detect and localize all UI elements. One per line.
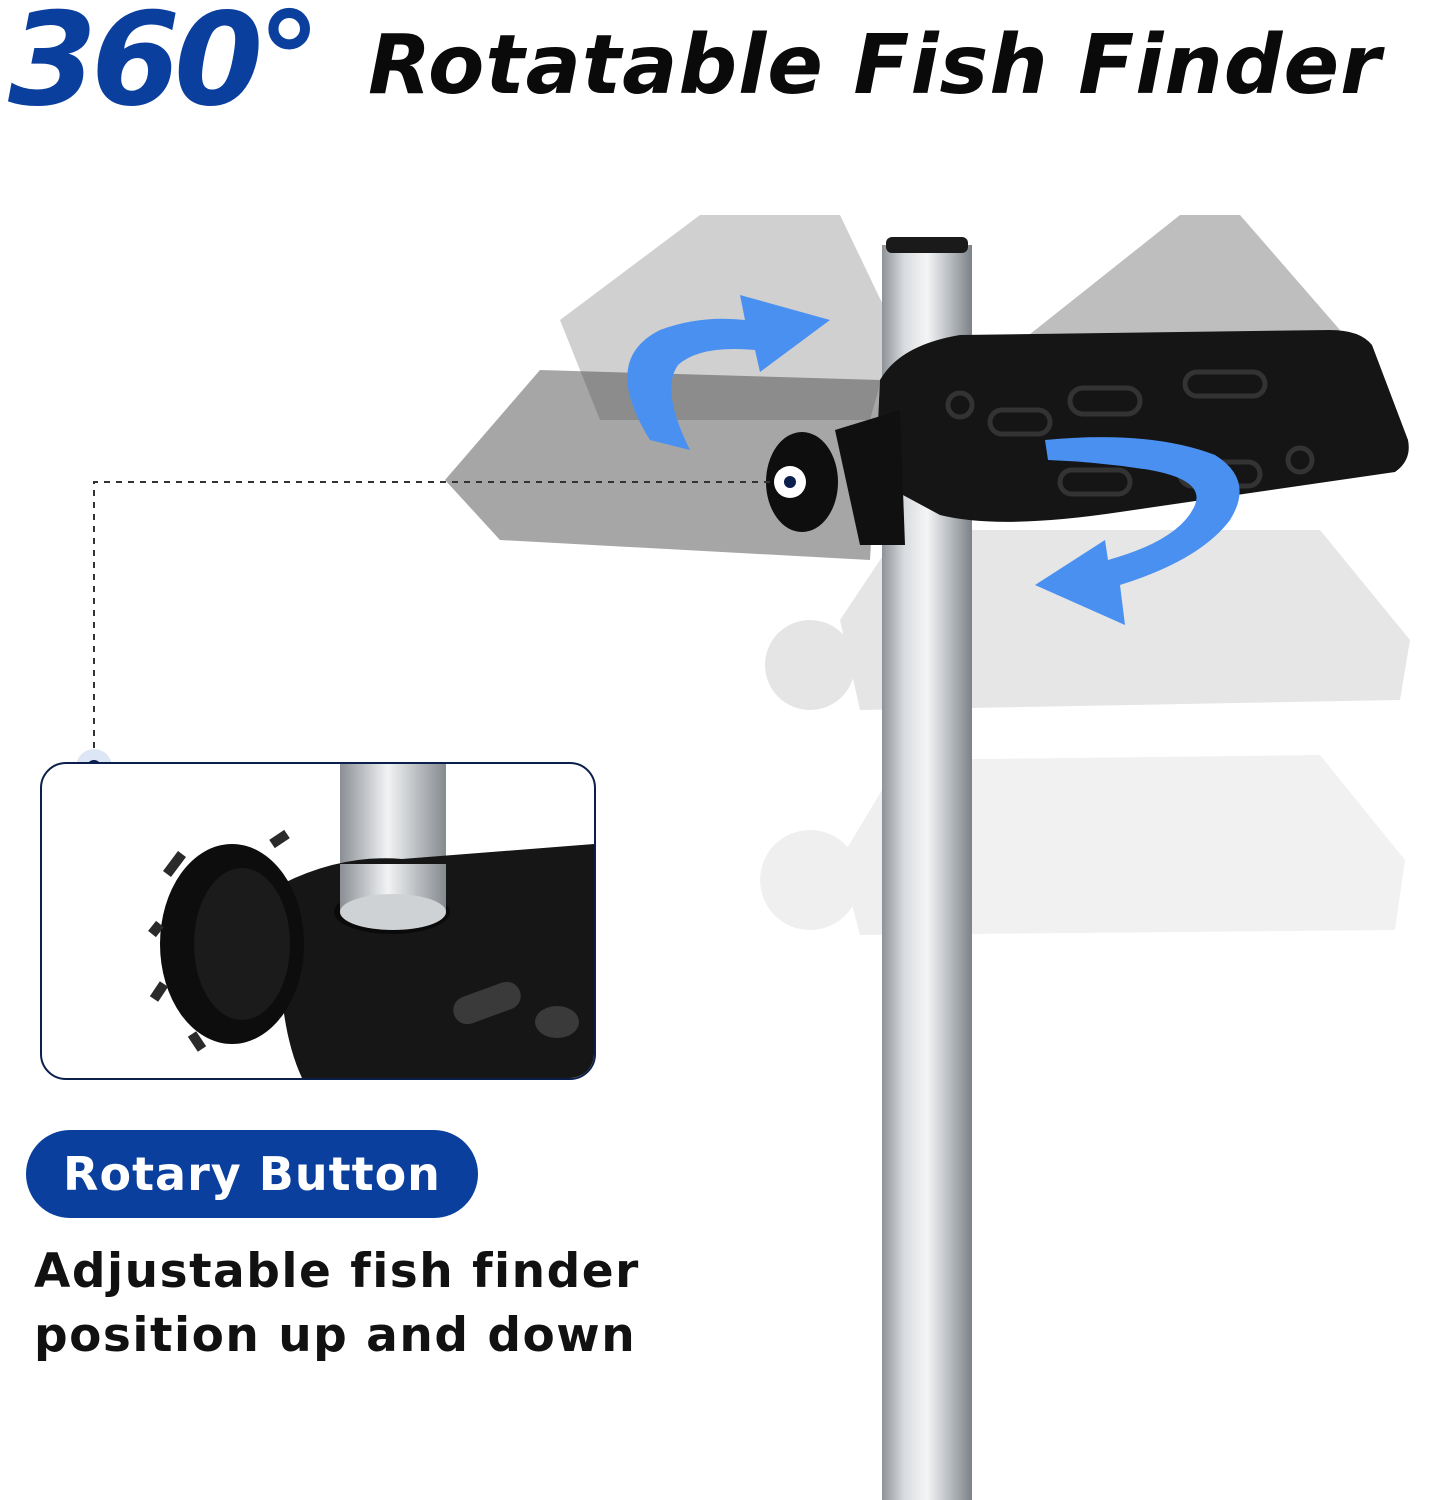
headline-degrees: 360° <box>8 0 321 135</box>
headline-title: Rotatable Fish Finder <box>368 18 1382 113</box>
pole-cap <box>886 237 968 253</box>
rotary-button-badge: Rotary Button <box>26 1130 478 1218</box>
feature-description: Adjustable fish finder position up and d… <box>34 1240 674 1368</box>
badge-label: Rotary Button <box>63 1147 441 1201</box>
swivel-housing <box>835 410 905 545</box>
description-line-1: Adjustable fish finder <box>34 1244 640 1299</box>
ghost-plate-upper-right <box>1010 215 1340 360</box>
closeup-illustration <box>148 764 594 1078</box>
description-line-2: position up and down <box>34 1308 637 1363</box>
ghost-plate-bottom <box>760 755 1405 935</box>
rotation-arrow-icon <box>627 295 1240 625</box>
rotary-knob-closeup <box>40 762 596 1080</box>
ghost-plate-left <box>445 370 880 560</box>
ghost-plate-lower <box>765 530 1410 710</box>
headline: 360° Rotatable Fish Finder <box>0 0 1441 140</box>
knob-closeup-icon <box>148 829 304 1052</box>
fish-finder-plate <box>875 330 1409 522</box>
rotary-knob-icon <box>766 432 838 532</box>
